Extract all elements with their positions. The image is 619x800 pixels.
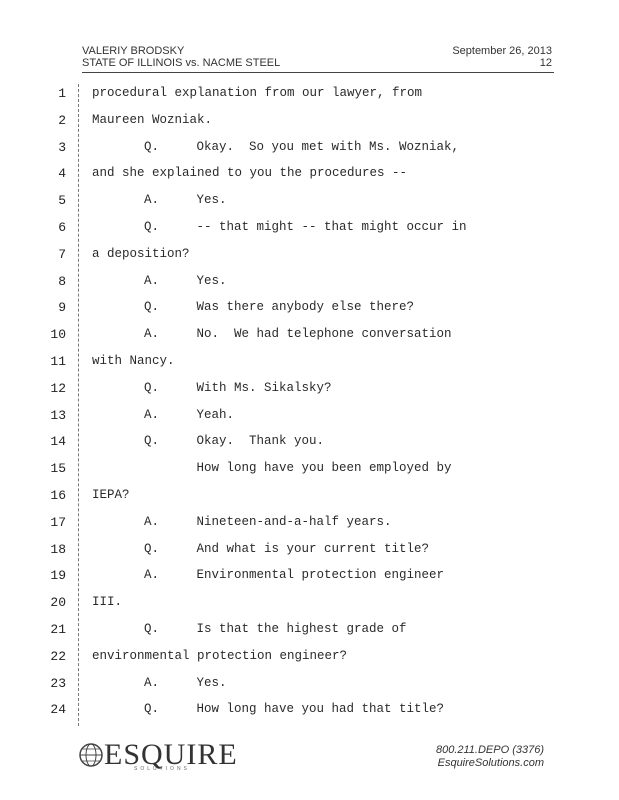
line-number: 22 — [50, 648, 66, 664]
footer-website: EsquireSolutions.com — [437, 757, 544, 769]
line-number: 17 — [50, 514, 66, 530]
line-number: 13 — [50, 407, 66, 423]
line-text: environmental protection engineer? — [92, 648, 348, 663]
footer-phone: 800.211.DEPO (3376) — [435, 744, 544, 756]
line-text: Maureen Wozniak. — [92, 112, 213, 127]
line-number: 15 — [50, 461, 66, 477]
transcript-line: 16 IEPA? — [0, 488, 619, 508]
transcript-line: 1 procedural explanation from our lawyer,… — [0, 86, 619, 106]
witness-name: VALERIY BRODSKY — [82, 45, 185, 57]
line-number: 19 — [50, 568, 66, 584]
line-text: A. Yes. — [144, 273, 227, 288]
line-number-margin-rule — [78, 84, 79, 726]
line-text: Q. -- that might -- that might occur in — [144, 220, 467, 234]
line-text: procedural explanation from our lawyer, … — [92, 86, 423, 100]
line-text: IEPA? — [92, 488, 130, 502]
transcript-line: 19 A. Environmental protection engineer — [0, 568, 619, 588]
line-text: Q. And what is your current title? — [144, 541, 430, 556]
line-number: 1 — [58, 86, 66, 101]
transcript-line: 3 Q. Okay. So you met with Ms. Wozniak, — [0, 140, 619, 160]
line-text: A. Environmental protection engineer — [144, 568, 445, 583]
line-text: A. Nineteen-and-a-half years. — [144, 514, 392, 529]
transcript-line: 4 and she explained to you the procedures… — [0, 166, 619, 186]
transcript-line: 8 A. Yes. — [0, 274, 619, 294]
line-number: 14 — [50, 434, 66, 450]
transcript-line: 20 III. — [0, 595, 619, 615]
transcript-line: 13 A. Yeah. — [0, 408, 619, 428]
line-number: 5 — [58, 193, 66, 209]
line-text: Q. Is that the highest grade of — [144, 622, 407, 636]
logo-subtitle: SOLUTIONS — [134, 766, 190, 772]
transcript-line: 15 How long have you been employed by — [0, 461, 619, 481]
line-text: A. Yes. — [144, 675, 227, 690]
transcript-line: 23 A. Yes. — [0, 676, 619, 696]
line-text: III. — [92, 595, 123, 610]
line-text: Q. Was there anybody else there? — [144, 300, 415, 315]
line-text: with Nancy. — [92, 354, 175, 368]
line-number: 12 — [50, 380, 66, 396]
line-text: Q. Okay. So you met with Ms. Wozniak, — [144, 139, 460, 154]
transcript-line: 9 Q. Was there anybody else there? — [0, 300, 619, 320]
logo-wordmark: ESQUIRE — [104, 738, 238, 771]
header-right: September 26, 2013 12 — [360, 45, 552, 69]
line-number: 24 — [50, 702, 66, 718]
header-divider — [82, 72, 554, 73]
transcript-line: 24 Q. How long have you had that title? — [0, 702, 619, 722]
line-number: 9 — [58, 300, 66, 316]
globe-icon — [79, 743, 103, 767]
transcript-line: 5 A. Yes. — [0, 193, 619, 213]
line-text: How long have you been employed by — [144, 461, 452, 476]
line-number: 2 — [58, 112, 66, 128]
page-number: 12 — [539, 57, 552, 69]
line-number: 16 — [50, 488, 66, 503]
esquire-logo: ESQUIRE SOLUTIONS — [78, 738, 248, 772]
transcript-line: 21 Q. Is that the highest grade of — [0, 622, 619, 642]
transcript-line: 11 with Nancy. — [0, 354, 619, 374]
line-number: 8 — [58, 273, 66, 289]
line-number: 4 — [58, 166, 66, 182]
transcript-date: September 26, 2013 — [452, 45, 552, 57]
line-text: A. No. We had telephone conversation — [144, 327, 452, 342]
line-number: 18 — [50, 541, 66, 557]
transcript-line: 14 Q. Okay. Thank you. — [0, 434, 619, 454]
line-text: Q. With Ms. Sikalsky? — [144, 380, 332, 395]
header-left: VALERIY BRODSKY STATE OF ILLINOIS vs. NA… — [82, 45, 280, 69]
line-text: Q. How long have you had that title? — [144, 702, 445, 717]
transcript-line: 6 Q. -- that might -- that might occur in — [0, 220, 619, 240]
line-text: and she explained to you the procedures … — [92, 166, 408, 181]
line-number: 6 — [58, 220, 66, 235]
line-text: A. Yeah. — [144, 407, 235, 422]
line-text: Q. Okay. Thank you. — [144, 434, 325, 449]
line-number: 20 — [50, 595, 66, 611]
transcript-line: 12 Q. With Ms. Sikalsky? — [0, 381, 619, 401]
line-number: 7 — [58, 246, 66, 262]
line-text: A. Yes. — [144, 193, 227, 208]
line-number: 11 — [50, 354, 66, 369]
line-number: 3 — [58, 139, 66, 155]
transcript-line: 18 Q. And what is your current title? — [0, 542, 619, 562]
transcript-line: 7 a deposition? — [0, 247, 619, 267]
line-text: a deposition? — [92, 246, 190, 261]
transcript-line: 17 A. Nineteen-and-a-half years. — [0, 515, 619, 535]
line-number: 10 — [50, 327, 66, 343]
line-number: 23 — [50, 675, 66, 691]
case-title: STATE OF ILLINOIS vs. NACME STEEL — [82, 57, 281, 69]
transcript-line: 10 A. No. We had telephone conversation — [0, 327, 619, 347]
transcript-line: 2 Maureen Wozniak. — [0, 113, 619, 133]
line-number: 21 — [50, 622, 66, 637]
transcript-line: 22 environmental protection engineer? — [0, 649, 619, 669]
